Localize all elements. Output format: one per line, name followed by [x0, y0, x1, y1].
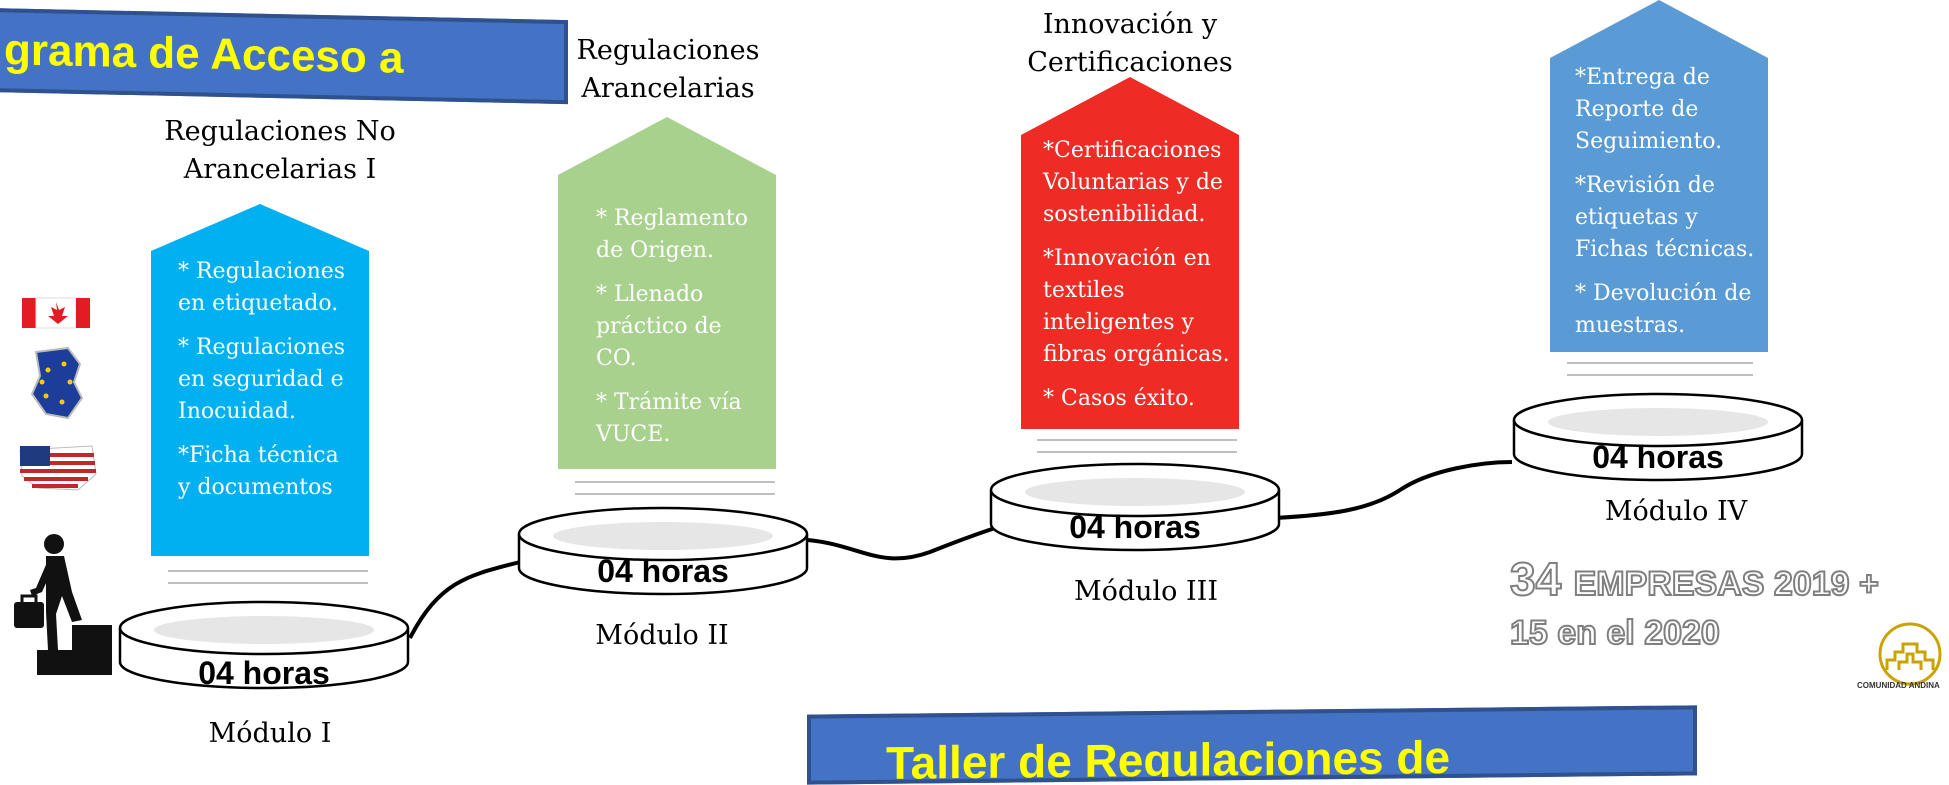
module-1-item: * Regulaciones en etiquetado.	[178, 259, 346, 316]
module-1-heading: Regulaciones No Arancelarias I	[130, 113, 430, 189]
connector-2-3	[807, 526, 996, 561]
module-2-disk: 04 horas	[517, 506, 809, 596]
module-3-arrow: *Certificaciones Voluntarias y de sosten…	[1021, 77, 1239, 429]
eu-flag-icon	[30, 346, 84, 420]
bottom-banner: Taller de Regulaciones de	[807, 705, 1697, 785]
module-1-heading-line-1: Regulaciones No	[164, 116, 396, 147]
empresas-count: 34 EMPRESAS 2019 +	[1509, 552, 1880, 606]
module-2-arrow: * Reglamento de Origen. * Llenado prácti…	[558, 117, 776, 469]
module-1-item: * Regulaciones en seguridad e Inocuidad.	[178, 335, 346, 424]
module-2-hours: 04 horas	[597, 553, 729, 589]
module-2-heading: Regulaciones Arancelarias	[548, 32, 788, 108]
module-2-item: * Llenado práctico de CO.	[596, 282, 722, 371]
module-4-arrow: *Entrega de Reporte de Seguimiento. *Rev…	[1550, 0, 1768, 352]
module-3-item: *Innovación en textiles inteligentes y f…	[1043, 246, 1230, 367]
empresas-text: EMPRESAS 2019 +	[1573, 564, 1880, 604]
module-1-base-lines	[168, 570, 368, 584]
module-2-base-lines	[575, 481, 775, 495]
bottom-banner-text: Taller de Regulaciones de	[886, 730, 1451, 785]
path-connectors	[408, 460, 1513, 639]
module-2-heading-line-1: Regulaciones	[576, 35, 760, 66]
module-2-heading-line-2: Arancelarias	[581, 73, 755, 104]
module-3-heading-line-2: Certificaciones	[1027, 47, 1233, 78]
module-1-hours: 04 horas	[198, 655, 330, 691]
module-2-item: * Trámite vía VUCE.	[596, 390, 742, 447]
module-3-disk: 04 horas	[989, 462, 1281, 552]
module-1-item: *Ficha técnica y documentos	[178, 443, 339, 500]
usa-flag-icon	[19, 445, 97, 491]
module-4-item: *Revisión de etiquetas y Fichas técnicas…	[1575, 173, 1755, 262]
module-2-item: * Reglamento de Origen.	[596, 206, 748, 263]
module-4-label: Módulo IV	[1604, 496, 1748, 527]
empresas-number: 34	[1509, 552, 1562, 606]
logo-text: COMUNIDAD ANDINA	[1857, 681, 1940, 690]
module-2-label: Módulo II	[595, 620, 729, 651]
module-3-item: * Casos éxito.	[1043, 386, 1195, 411]
module-3-base-lines	[1037, 439, 1237, 453]
flags-group	[19, 297, 97, 491]
module-3-heading-line-1: Innovación y	[1042, 9, 1218, 40]
module-4-base-lines	[1567, 362, 1753, 376]
module-1-arrow: * Regulaciones en etiquetado. * Regulaci…	[151, 204, 369, 556]
module-1-disk: 04 horas	[118, 600, 410, 691]
module-4-item: * Devolución de muestras.	[1575, 281, 1752, 338]
module-1-heading-line-2: Arancelarias I	[183, 154, 377, 185]
canada-flag-icon	[22, 297, 90, 329]
businessman-climbing-icon	[14, 534, 112, 675]
connector-3-4	[1274, 460, 1513, 520]
module-3-hours: 04 horas	[1069, 509, 1201, 545]
empresas-2020: 15 en el 2020	[1509, 613, 1721, 653]
module-1-label: Módulo I	[208, 718, 332, 749]
module-4-hours: 04 horas	[1592, 439, 1724, 475]
module-3-item: *Certificaciones Voluntarias y de sosten…	[1043, 138, 1223, 227]
module-3-heading: Innovación y Certificaciones	[1005, 6, 1255, 82]
module-4-disk: 04 horas	[1512, 392, 1804, 482]
module-3-label: Módulo III	[1073, 576, 1219, 607]
comunidad-andina-logo: COMUNIDAD ANDINA	[1857, 622, 1942, 690]
connector-1-2	[408, 560, 521, 639]
module-4-item: *Entrega de Reporte de Seguimiento.	[1575, 65, 1723, 154]
